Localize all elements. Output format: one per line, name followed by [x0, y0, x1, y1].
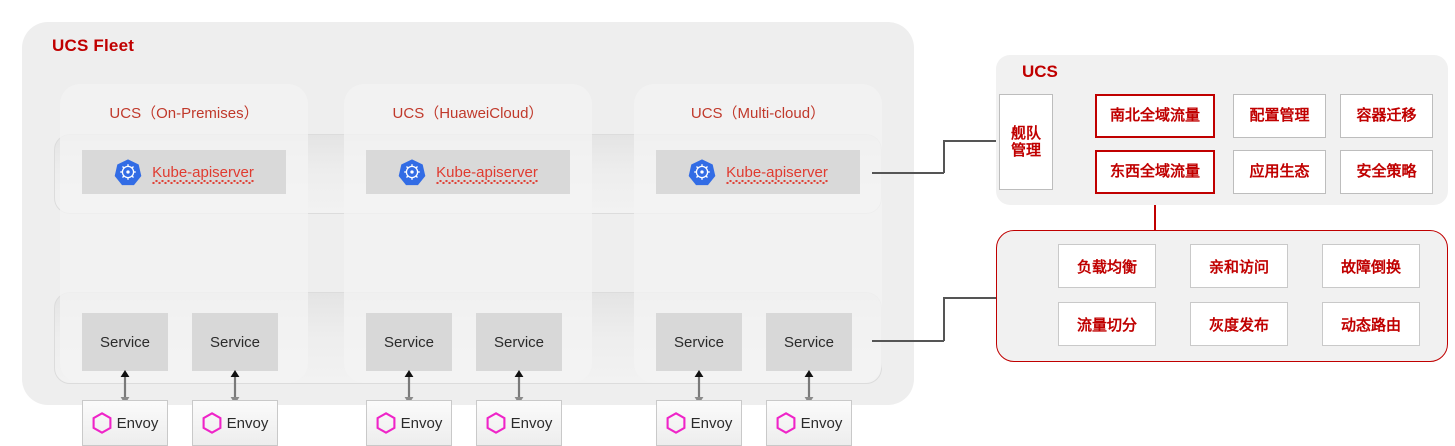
- traffic-splitting[interactable]: 流量切分: [1058, 302, 1156, 346]
- envoy-label: Envoy: [226, 414, 269, 432]
- bidirectional-arrow-icon: [120, 370, 130, 404]
- capability-container-migration[interactable]: 容器迁移: [1340, 94, 1433, 138]
- envoy-label: Envoy: [690, 414, 733, 432]
- envoy-label: Envoy: [400, 414, 443, 432]
- envoy-hexagon-icon: [92, 412, 112, 434]
- envoy-node[interactable]: Envoy: [476, 400, 562, 446]
- kubernetes-icon: [114, 159, 142, 186]
- envoy-node[interactable]: Envoy: [766, 400, 852, 446]
- connector-envoy-horizontal-upper: [943, 297, 998, 299]
- capability-fleet-management[interactable]: 舰队 管理: [999, 94, 1053, 190]
- envoy-node[interactable]: Envoy: [656, 400, 742, 446]
- cluster-card-huaweicloud: UCS（HuaweiCloud） Kube-apiserver: [344, 84, 592, 446]
- service-box[interactable]: Service: [366, 313, 452, 371]
- kube-apiserver-node[interactable]: Kube-apiserver: [656, 150, 860, 194]
- traffic-affinity-access[interactable]: 亲和访问: [1190, 244, 1288, 288]
- connector-apiserver-vertical: [943, 140, 945, 173]
- service-box[interactable]: Service: [656, 313, 742, 371]
- ucs-panel-title: UCS: [1022, 62, 1058, 81]
- envoy-label: Envoy: [116, 414, 159, 432]
- envoy-hexagon-icon: [666, 412, 686, 434]
- service-box[interactable]: Service: [82, 313, 168, 371]
- cluster-card-on-premises: UCS（On-Premises） Kube-apiserver: [60, 84, 308, 446]
- service-box[interactable]: Service: [192, 313, 278, 371]
- bidirectional-arrow-icon: [514, 370, 524, 404]
- cluster-title: UCS（Multi-cloud）: [690, 105, 826, 122]
- bidirectional-arrow-icon: [404, 370, 414, 404]
- kube-apiserver-label: Kube-apiserver: [726, 163, 828, 184]
- bidirectional-arrow-icon: [230, 370, 240, 404]
- envoy-hexagon-icon: [776, 412, 796, 434]
- kubernetes-icon: [398, 159, 426, 186]
- envoy-hexagon-icon: [486, 412, 506, 434]
- kube-apiserver-node[interactable]: Kube-apiserver: [82, 150, 286, 194]
- traffic-dynamic-routing[interactable]: 动态路由: [1322, 302, 1420, 346]
- envoy-label: Envoy: [510, 414, 553, 432]
- connector-envoy-horizontal-lower: [872, 340, 944, 342]
- connector-apiserver-horizontal-lower: [872, 172, 944, 174]
- service-box[interactable]: Service: [476, 313, 562, 371]
- fleet-management-line-1: 舰队: [1010, 123, 1041, 142]
- kubernetes-icon: [688, 159, 716, 186]
- traffic-failover[interactable]: 故障倒换: [1322, 244, 1420, 288]
- kube-apiserver-node[interactable]: Kube-apiserver: [366, 150, 570, 194]
- capability-north-south-traffic[interactable]: 南北全域流量: [1095, 94, 1215, 138]
- bidirectional-arrow-icon: [694, 370, 704, 404]
- fleet-management-line-2: 管理: [1010, 141, 1041, 159]
- cluster-title: UCS（HuaweiCloud）: [392, 105, 544, 122]
- kube-apiserver-label: Kube-apiserver: [436, 163, 538, 184]
- traffic-canary-release[interactable]: 灰度发布: [1190, 302, 1288, 346]
- capability-config-management[interactable]: 配置管理: [1233, 94, 1326, 138]
- service-box[interactable]: Service: [766, 313, 852, 371]
- envoy-hexagon-icon: [376, 412, 396, 434]
- cluster-card-multi-cloud: UCS（Multi-cloud） Kube-apiserver: [634, 84, 882, 446]
- connector-apiserver-horizontal-upper: [943, 140, 999, 142]
- ucs-fleet-title: UCS Fleet: [52, 36, 135, 55]
- kube-apiserver-label: Kube-apiserver: [152, 163, 254, 184]
- capability-security-policy[interactable]: 安全策略: [1340, 150, 1433, 194]
- traffic-load-balancing[interactable]: 负载均衡: [1058, 244, 1156, 288]
- connector-eastwest-to-traffic-panel: [1154, 194, 1156, 231]
- envoy-label: Envoy: [800, 414, 843, 432]
- connector-envoy-vertical: [943, 297, 945, 341]
- bidirectional-arrow-icon: [804, 370, 814, 404]
- envoy-node[interactable]: Envoy: [366, 400, 452, 446]
- capability-application-ecosystem[interactable]: 应用生态: [1233, 150, 1326, 194]
- envoy-node[interactable]: Envoy: [192, 400, 278, 446]
- diagram-canvas: UCS Fleet UCS（On-Premises）: [22, 22, 1448, 446]
- capability-east-west-traffic[interactable]: 东西全域流量: [1095, 150, 1215, 194]
- envoy-node[interactable]: Envoy: [82, 400, 168, 446]
- cluster-title: UCS（On-Premises）: [109, 105, 259, 122]
- envoy-hexagon-icon: [202, 412, 222, 434]
